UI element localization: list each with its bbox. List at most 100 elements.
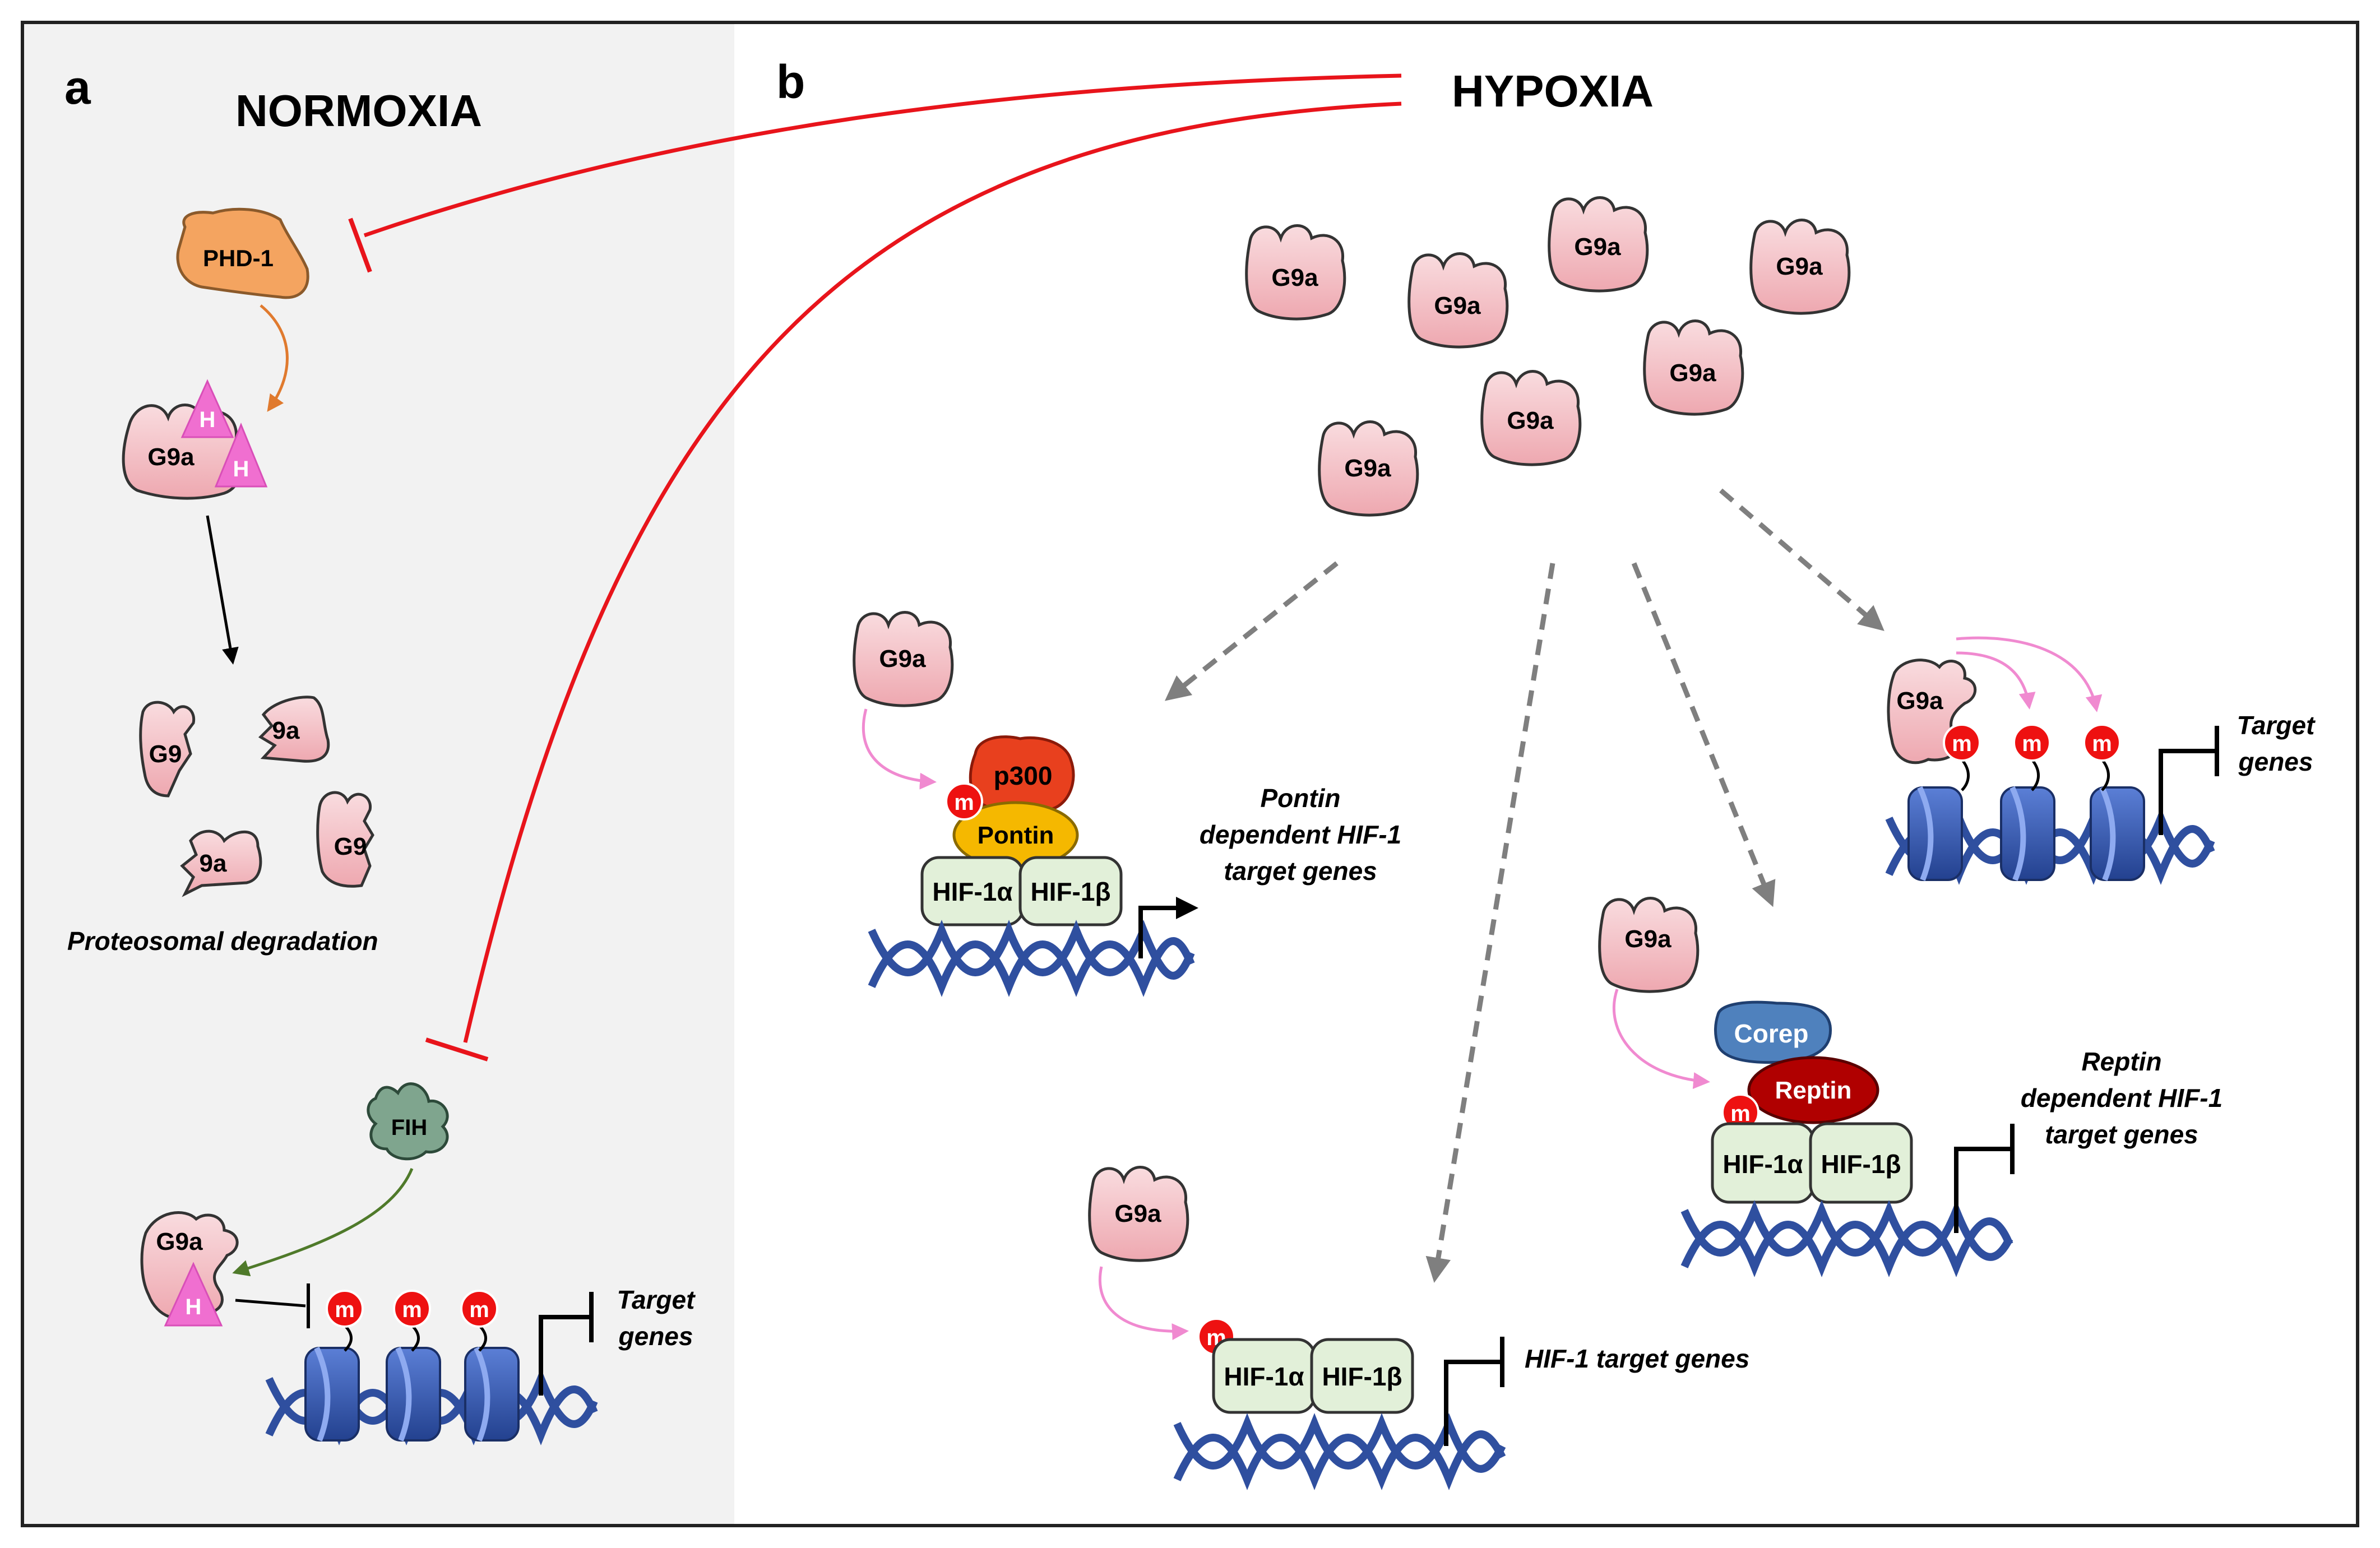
methyl-mark-histone-b-2: m [2013,724,2051,762]
hif1b-reptin-complex: HIF-1β [1809,1122,1913,1204]
hif1b-label: HIF-1β [1322,1362,1402,1391]
p300-protein: p300 [969,735,1075,814]
methyl-label-histone-a-2: m [402,1297,422,1322]
histone-tail-a-1 [344,1324,353,1352]
hif1a-pontin-complex: HIF-1α [920,856,1025,926]
reptin-target-line3: target genes [2045,1120,2198,1149]
hydroxyl-mark-3: H [164,1262,223,1327]
corep-protein: Corep [1714,1000,1832,1064]
methyl-mark-reptin: m [1721,1093,1759,1132]
corep-label: Corep [1734,1019,1809,1048]
phd1-protein: PHD-1 [176,207,309,299]
fih-inhibition-bar [425,1037,489,1062]
hif1a-complex: HIF-1α [1212,1338,1316,1414]
degradation-label: Proteosomal degradation [67,926,378,956]
g9a-hif1-label: G9a [1114,1200,1161,1227]
phd1-hydroxylation-arrow [260,304,289,412]
pontin-protein: Pontin [952,801,1079,869]
g9a-free-3-label: G9a [1574,233,1621,261]
phd1-inhibition-bar [348,217,372,273]
hif-target-label: HIF-1 target genes [1525,1344,1749,1373]
g9a-methylates-histone-arrow-2 [1956,636,2103,712]
hypoxia-inhibits-fih-line [463,101,1402,1043]
hif1a-reptin-complex: HIF-1α [1711,1122,1815,1204]
hydroxyl-mark-1: H [180,379,234,438]
hif1b-label-pontin: HIF-1β [1030,877,1110,906]
nucleosome-b-1 [1907,786,1963,881]
g9a-free-4-label: G9a [1776,253,1823,280]
degraded-g9a-fragment-3: 9a [180,829,262,897]
fragment-label-1: G9 [149,740,182,768]
g9a-free-5-label: G9a [1669,359,1716,387]
target-genes-b-line1: Target [2237,711,2316,740]
hypoxia-inhibits-phd1-line [363,73,1402,238]
panel-b-title: HYPOXIA [1452,66,1654,116]
g9a-pontin: G9a [853,611,954,707]
methyl-label-histone-a-1: m [335,1297,355,1322]
hif1b-complex: HIF-1β [1310,1338,1414,1414]
g9a-free-5: G9a [1643,319,1744,416]
methyl-mark-histone-a-1: m [326,1290,364,1328]
nucleosome-a-2 [386,1346,441,1442]
tss-arrow-pontin [1138,897,1198,958]
g9a-methylates-reptin-arrow [1612,989,1710,1090]
fragment-label-3: 9a [200,850,227,877]
panel-a-title: NORMOXIA [235,86,482,136]
methyl-label-histone-b-3: m [2092,731,2112,756]
g9a-free-7: G9a [1318,420,1419,517]
g9a-bottom-protein: G9a [140,1211,239,1320]
hydroxyl-label-1: H [200,407,216,432]
methyl-label-histone-a-3: m [469,1297,489,1322]
path-arrow-reptin [1631,562,1776,907]
g9a-pontin-label: G9a [879,645,926,673]
g9a-free-1: G9a [1245,224,1346,321]
pontin-target-line1: Pontin [1260,784,1340,813]
fih-protein: FIH [367,1082,449,1161]
methyl-mark-histone-a-3: m [460,1290,498,1328]
tss-bar-reptin [1954,1147,2012,1233]
degraded-g9a-fragment-4: G9 [316,791,374,888]
degraded-g9a-fragment-2: 9a [258,696,330,763]
g9a-methylates-histone-arrow-1 [1956,651,2036,710]
path-arrow-pontin [1164,561,1339,701]
degradation-arrow [206,515,239,665]
methyl-label-histone-b-2: m [2022,731,2042,756]
fih-label: FIH [391,1115,427,1140]
degraded-g9a-fragment-1: G9 [139,701,196,798]
target-genes-b-line2: genes [2238,747,2313,776]
nucleosome-b-2 [2000,786,2055,881]
path-arrow-histone [1719,488,1884,631]
g9a-free-3: G9a [1548,196,1649,293]
g9a-methylates-hif1-arrow [1098,1266,1189,1341]
g9a-free-6-label: G9a [1507,407,1554,434]
g9a-free-4: G9a [1749,219,1851,315]
nucleosome-a-3 [464,1346,520,1442]
g9a-histone-label: G9a [1896,687,1943,715]
dna-pontin [868,920,1195,997]
methyl-mark-pontin: m [945,782,983,821]
methyl-label-reptin: m [1730,1101,1751,1126]
hif1a-label: HIF-1α [1224,1362,1304,1391]
g9a-reptin: G9a [1598,897,1700,993]
methyl-mark-histone-b-1: m [1943,724,1981,762]
target-genes-a-line1: Target [617,1285,696,1314]
tss-bar-hif1 [1444,1360,1502,1446]
panel-a-letter: a [64,61,91,114]
hydroxyl-mark-2: H [214,423,268,488]
panel-b-letter: b [776,55,805,108]
nucleosome-a-1 [304,1346,360,1442]
fragment-label-2: 9a [272,717,300,744]
phd1-label: PHD-1 [203,245,274,271]
g9a-free-7-label: G9a [1344,455,1391,482]
g9a-methylates-pontin-arrow [862,708,937,790]
histone-tail-b-2 [2030,758,2040,791]
reptin-target-line1: Reptin [2081,1047,2161,1076]
pontin-label: Pontin [978,822,1054,849]
nucleosome-b-3 [2090,786,2145,881]
hif1b-pontin-complex: HIF-1β [1018,856,1123,926]
target-genes-a-line2: genes [618,1322,693,1351]
methyl-label-pontin: m [954,790,974,815]
hif1b-label-reptin: HIF-1β [1821,1150,1901,1179]
fragment-label-4: G9 [334,833,367,860]
